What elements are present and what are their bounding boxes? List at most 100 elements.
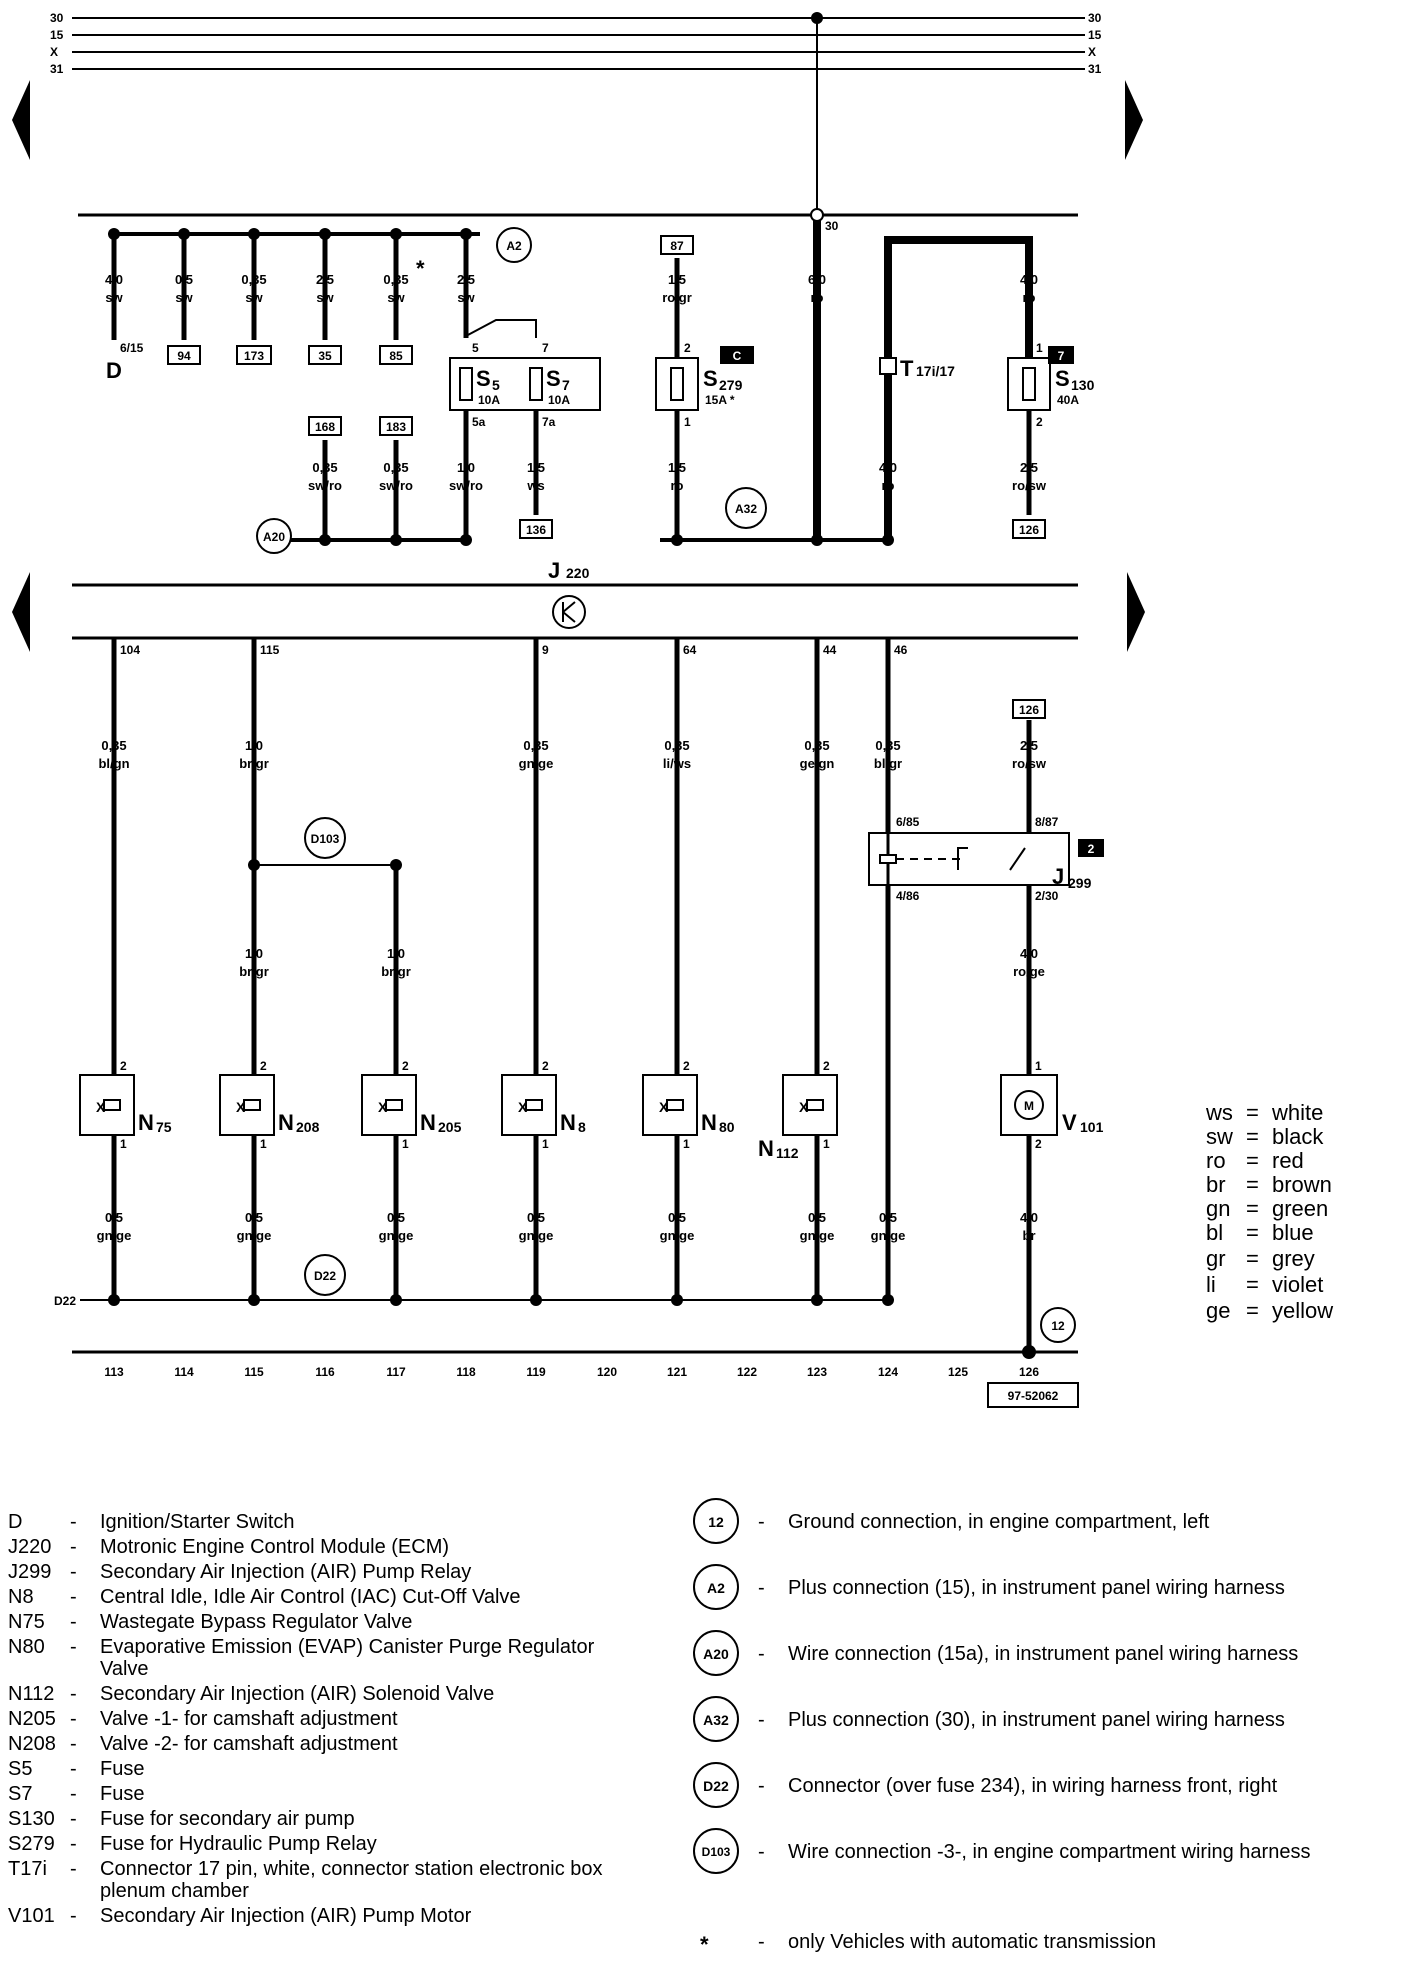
legend-dash: - xyxy=(70,1758,77,1780)
wire-color: sw xyxy=(175,290,193,305)
fuse-s5-icon xyxy=(459,367,473,401)
relay-pin: 2/30 xyxy=(1035,889,1059,903)
legend-dash: - xyxy=(70,1561,77,1583)
component-code: J220 xyxy=(8,1536,51,1558)
rail-30-left: 30 xyxy=(50,11,64,25)
column-number: 113 xyxy=(104,1365,124,1379)
wire-gauge: 0,35 xyxy=(875,738,900,753)
wire-color: br/gr xyxy=(381,964,411,979)
valve-pin-bot: 1 xyxy=(260,1137,267,1151)
column-number: 125 xyxy=(948,1365,968,1379)
fuse-s5-sub: 5 xyxy=(492,377,500,393)
relay-coil-icon xyxy=(879,854,897,864)
legend-dash: - xyxy=(70,1611,77,1633)
color-code: bl xyxy=(1206,1220,1223,1245)
component-desc: Valve -2- for camshaft adjustment xyxy=(100,1733,398,1755)
color-sep: = xyxy=(1246,1196,1259,1221)
ref-box: 35 xyxy=(318,349,332,363)
component-desc: Central Idle, Idle Air Control (IAC) Cut… xyxy=(100,1586,521,1608)
ref-box: 94 xyxy=(177,349,191,363)
column-number: 116 xyxy=(315,1365,335,1379)
fuse-s279-rating: 15A * xyxy=(705,393,735,407)
node-30-label: 30 xyxy=(825,219,839,233)
wire-color: br/gr xyxy=(239,756,269,771)
fuse-s130-badge xyxy=(1048,346,1074,364)
color-sep: = xyxy=(1246,1220,1259,1245)
component-desc: Connector 17 pin, white, connector stati… xyxy=(100,1858,603,1880)
connection-symbol-circle xyxy=(693,1828,739,1874)
color-name: yellow xyxy=(1272,1298,1333,1323)
wire-color: sw/ro xyxy=(308,478,342,493)
legend-dash: - xyxy=(70,1858,77,1880)
legend-dash: - xyxy=(758,1511,765,1533)
column-number: 118 xyxy=(456,1365,476,1379)
component-desc-cont: Valve xyxy=(100,1658,149,1680)
rail-31-left: 31 xyxy=(50,62,64,76)
wire-color: gn/ge xyxy=(660,1228,695,1243)
motor-pin-bot: 2 xyxy=(1035,1137,1042,1151)
relay-badge-text: 2 xyxy=(1088,842,1095,856)
valve-n112: X 2 1 N 112 xyxy=(758,1059,838,1161)
wire-color: ro/ge xyxy=(1013,964,1045,979)
component-code: S279 xyxy=(8,1833,55,1855)
motor-pin-top: 1 xyxy=(1035,1059,1042,1073)
a20-connector-circle xyxy=(256,518,292,554)
relay-pin: 4/86 xyxy=(896,889,920,903)
svg-text:X: X xyxy=(659,1099,669,1115)
color-name: grey xyxy=(1272,1246,1315,1271)
svg-text:X: X xyxy=(799,1099,809,1115)
wire-color: sw xyxy=(387,290,405,305)
connection-symbol: A20 xyxy=(703,1646,729,1662)
relay-pin: 6/85 xyxy=(896,815,920,829)
wire-gauge: 0,5 xyxy=(879,1210,897,1225)
column-number: 121 xyxy=(667,1365,687,1379)
svg-text:X: X xyxy=(378,1099,388,1115)
wire-gauge: 1,0 xyxy=(387,946,405,961)
connection-symbol-circle xyxy=(693,1630,739,1676)
ecm-transistor-icon xyxy=(562,601,576,623)
wire-color: ro xyxy=(671,478,684,493)
color-code: li xyxy=(1206,1272,1216,1297)
fuse-s7-name: S xyxy=(546,366,561,391)
wire-gauge: 1,5 xyxy=(668,272,686,287)
component-desc: Fuse xyxy=(100,1758,144,1780)
wire-color: sw xyxy=(316,290,334,305)
valve-n205: X 2 1 N 205 xyxy=(361,1059,462,1151)
fuse-s279-pin-top: 2 xyxy=(684,341,691,355)
connection-symbol-circle xyxy=(693,1564,739,1610)
component-desc: Ignition/Starter Switch xyxy=(100,1511,295,1533)
valve-pin-bot: 1 xyxy=(120,1137,127,1151)
wire-color: br xyxy=(1023,1228,1036,1243)
ecm-pin: 44 xyxy=(823,643,837,657)
color-name: green xyxy=(1272,1196,1328,1221)
fuse-s7-icon xyxy=(529,367,543,401)
wire-color: sw xyxy=(457,290,475,305)
valve-pin-top: 2 xyxy=(402,1059,409,1073)
relay-ref-box xyxy=(1012,699,1046,719)
rail-x-left: X xyxy=(50,45,58,59)
connection-desc: Wire connection -3-, in engine compartme… xyxy=(788,1841,1310,1863)
component-code: N208 xyxy=(8,1733,56,1755)
ref-box: 136 xyxy=(526,523,546,537)
wire-color: gn/ge xyxy=(871,1228,906,1243)
footnote-symbol: * xyxy=(700,1932,709,1957)
fuse-s7-sub: 7 xyxy=(562,377,570,393)
valve-name: N xyxy=(138,1110,154,1135)
wire-gauge: 0,5 xyxy=(105,1210,123,1225)
wire-gauge: 0,35 xyxy=(523,738,548,753)
wire-gauge: 0,5 xyxy=(175,272,193,287)
connector-t17-name: T xyxy=(900,356,914,381)
doc-id-box xyxy=(987,1382,1079,1408)
wire-gauge: 0,35 xyxy=(101,738,126,753)
connection-symbol: D103 xyxy=(702,1845,731,1859)
wire-color: sw xyxy=(105,290,123,305)
fuse-s279-badge xyxy=(720,346,754,364)
legend-dash: - xyxy=(70,1808,77,1830)
wire-gauge: 0,5 xyxy=(527,1210,545,1225)
legend-dash: - xyxy=(758,1577,765,1599)
component-desc: Valve -1- for camshaft adjustment xyxy=(100,1708,398,1730)
ignition-pin: 6/15 xyxy=(120,341,144,355)
motor-icon xyxy=(1014,1090,1044,1120)
color-sep: = xyxy=(1246,1148,1259,1173)
valve-name: N xyxy=(701,1110,717,1135)
